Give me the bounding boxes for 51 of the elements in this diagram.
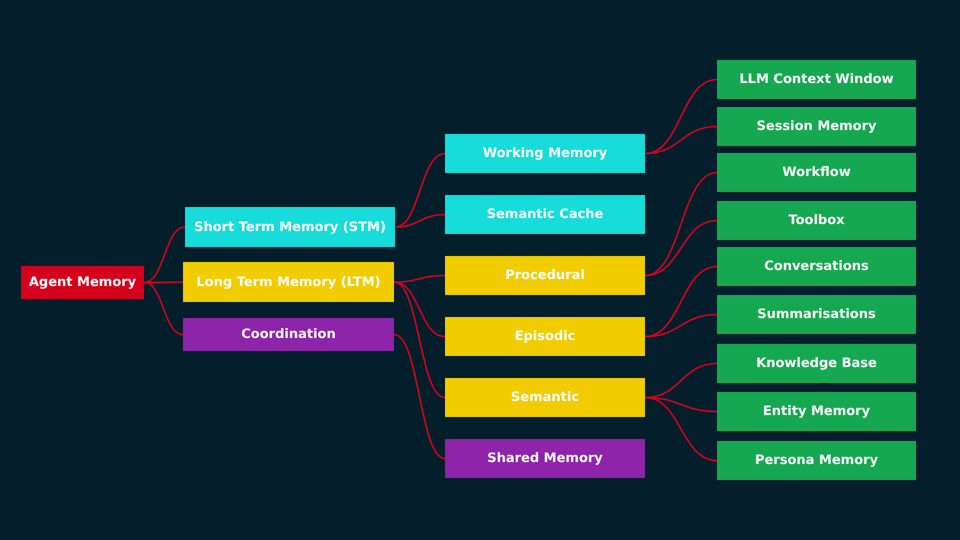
connector-line xyxy=(644,396,718,412)
connector-line xyxy=(644,396,718,462)
topic-box xyxy=(717,344,916,383)
node-label: Shared Memory xyxy=(487,451,603,466)
node-label: Knowledge Base xyxy=(756,356,877,371)
node-label: Long Term Memory (LTM) xyxy=(196,274,381,290)
topic-box xyxy=(445,134,645,173)
node-label: Entity Memory xyxy=(762,404,870,419)
connector-line xyxy=(394,281,446,338)
node-label: Persona Memory xyxy=(754,453,878,468)
topic-box xyxy=(717,295,916,334)
topic-box xyxy=(445,378,645,417)
node-label: LLM Context Window xyxy=(739,72,894,87)
topic-box xyxy=(717,441,916,480)
node-label: Workflow xyxy=(782,165,851,180)
connector-line xyxy=(394,281,446,398)
connector-line xyxy=(644,220,718,276)
topic-box xyxy=(183,262,394,302)
topic-box xyxy=(717,60,916,99)
connector-line xyxy=(644,126,718,154)
node-label: Agent Memory xyxy=(28,275,136,290)
topic-box xyxy=(445,317,645,356)
topic-box xyxy=(445,195,645,234)
topic-box xyxy=(445,439,645,478)
node-label: Short Term Memory (STM) xyxy=(194,220,386,234)
connector-line xyxy=(144,281,183,284)
topic-box xyxy=(717,201,916,240)
topic-box xyxy=(445,256,645,295)
node-label: Coordination xyxy=(241,327,336,342)
connector-line xyxy=(394,274,446,283)
topic-box xyxy=(717,107,916,146)
topic-box xyxy=(717,392,916,431)
node-label: Episodic xyxy=(514,329,576,344)
connector-line xyxy=(394,214,446,228)
node-label: Session Memory xyxy=(756,119,876,134)
topic-box xyxy=(717,247,916,286)
node-label: Conversations xyxy=(764,259,869,274)
node-label: Toolbox xyxy=(788,213,845,228)
connector-line xyxy=(644,314,718,338)
topic-box xyxy=(717,153,916,192)
node-label: Semantic xyxy=(510,390,580,405)
connector-line xyxy=(394,334,446,460)
node-label: Working Memory xyxy=(482,146,608,161)
node-label: Procedural xyxy=(505,268,585,283)
connector-line xyxy=(644,362,718,398)
node-label: Semantic Cache xyxy=(486,207,604,222)
topic-box xyxy=(185,207,395,247)
topic-box xyxy=(21,266,144,299)
node-label: Summarisations xyxy=(757,307,876,322)
connector-line xyxy=(144,282,184,336)
topic-box xyxy=(183,318,394,351)
